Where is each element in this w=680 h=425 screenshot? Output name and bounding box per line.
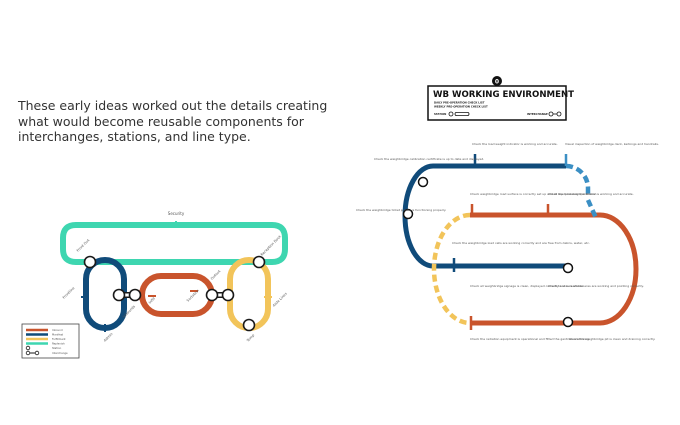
map-station xyxy=(402,208,414,220)
legend-label: Inbound xyxy=(52,328,63,332)
legend-label: Interchange xyxy=(52,351,68,355)
map-station-label: Check the load weight indicator is worki… xyxy=(548,192,634,196)
sketch-yellow-line xyxy=(227,257,271,331)
sketch-station-label: Admin xyxy=(103,332,114,343)
map-station xyxy=(562,316,574,328)
sketch-station xyxy=(252,255,266,269)
map-subtitle: WEEKLY PRE-OPERATION CHECK LIST xyxy=(434,105,488,109)
sketch-navy-ticks xyxy=(81,296,106,332)
sketch-orange-ticks xyxy=(148,290,198,297)
legend-label: Manifest xyxy=(52,333,63,337)
sketch-station-label: Reception Dock xyxy=(260,234,283,257)
map-station xyxy=(562,262,574,274)
sketch-station-label: Aisle Lines xyxy=(272,292,288,308)
legend-label: Fulfillment xyxy=(52,337,66,341)
map-key-interchange xyxy=(556,111,562,117)
map-station-label: Check the weighbridge pit is clean and d… xyxy=(569,337,655,341)
map-subtitle: DAILY PRE-OPERATION CHECK LIST xyxy=(434,101,485,105)
map-dashed-yellow-line xyxy=(431,212,471,326)
map-key-line xyxy=(454,112,470,117)
map-station-label: Check the weighbridge calibration certif… xyxy=(374,157,484,161)
map-station-label: Check all weighbridge signage is clean, … xyxy=(470,284,584,288)
sketch-legend: Inbound Manifest Fulfillment Replenish S… xyxy=(21,323,80,359)
map-station-label: Check the weighbridge ticket printer is … xyxy=(356,208,446,212)
caption-text: These early ideas worked out the details… xyxy=(18,98,328,144)
map-orange-line xyxy=(470,212,639,326)
map-ticks xyxy=(452,154,568,330)
sketch-station-label: Outout xyxy=(210,269,222,281)
map-key-interchange-label: INTERCHANGE xyxy=(527,112,548,116)
sketch-top-label: Security xyxy=(168,211,185,216)
sketch-teal-line xyxy=(60,222,288,265)
map-key-station xyxy=(448,111,454,117)
legend-label: Replenish xyxy=(52,342,65,346)
map-station-label: Visual inspection of weighbridge deck, k… xyxy=(565,142,659,146)
legend-label: Station xyxy=(52,346,62,350)
map-dashed-blue-line xyxy=(565,163,591,196)
sketch-diagram: Security Front Out Frontline Admin Inbou… xyxy=(21,211,288,359)
sketch-station-label: Infill xyxy=(148,297,156,305)
sketch-station-label: Temp xyxy=(245,333,256,344)
map-station-label: Check weighbridge road surface is correc… xyxy=(470,192,597,196)
map-station-label: Check the load weight indicator is worki… xyxy=(472,142,558,146)
map-station xyxy=(417,176,429,188)
map-station-label: Check the weighbridge load cells are wor… xyxy=(452,241,590,245)
map-badge: 0 xyxy=(495,79,499,86)
map-key-station-label: STATION xyxy=(434,112,446,116)
sketch-station xyxy=(83,255,97,269)
sketch-station xyxy=(242,318,256,332)
metro-map: 0 WB WORKING ENVIRONMENT DAILY PRE-OPERA… xyxy=(356,76,659,341)
map-key-interchange xyxy=(548,111,554,117)
map-title-panel: 0 WB WORKING ENVIRONMENT DAILY PRE-OPERA… xyxy=(427,76,574,121)
map-station-label: Check the radiation equipment is operati… xyxy=(470,337,590,341)
map-title: WB WORKING ENVIRONMENT xyxy=(433,90,574,100)
map-station-label: Check to ensure all cameras are working … xyxy=(548,284,644,288)
sketch-interchange-left xyxy=(112,288,142,302)
map-labels: Check the load weight indicator is worki… xyxy=(356,142,659,341)
map-dashed-blue-line xyxy=(585,199,599,219)
sketch-station-label: Frontline xyxy=(62,286,76,300)
sketch-interchange-right xyxy=(205,288,235,302)
sketch-station-label: Front Out xyxy=(76,238,91,253)
